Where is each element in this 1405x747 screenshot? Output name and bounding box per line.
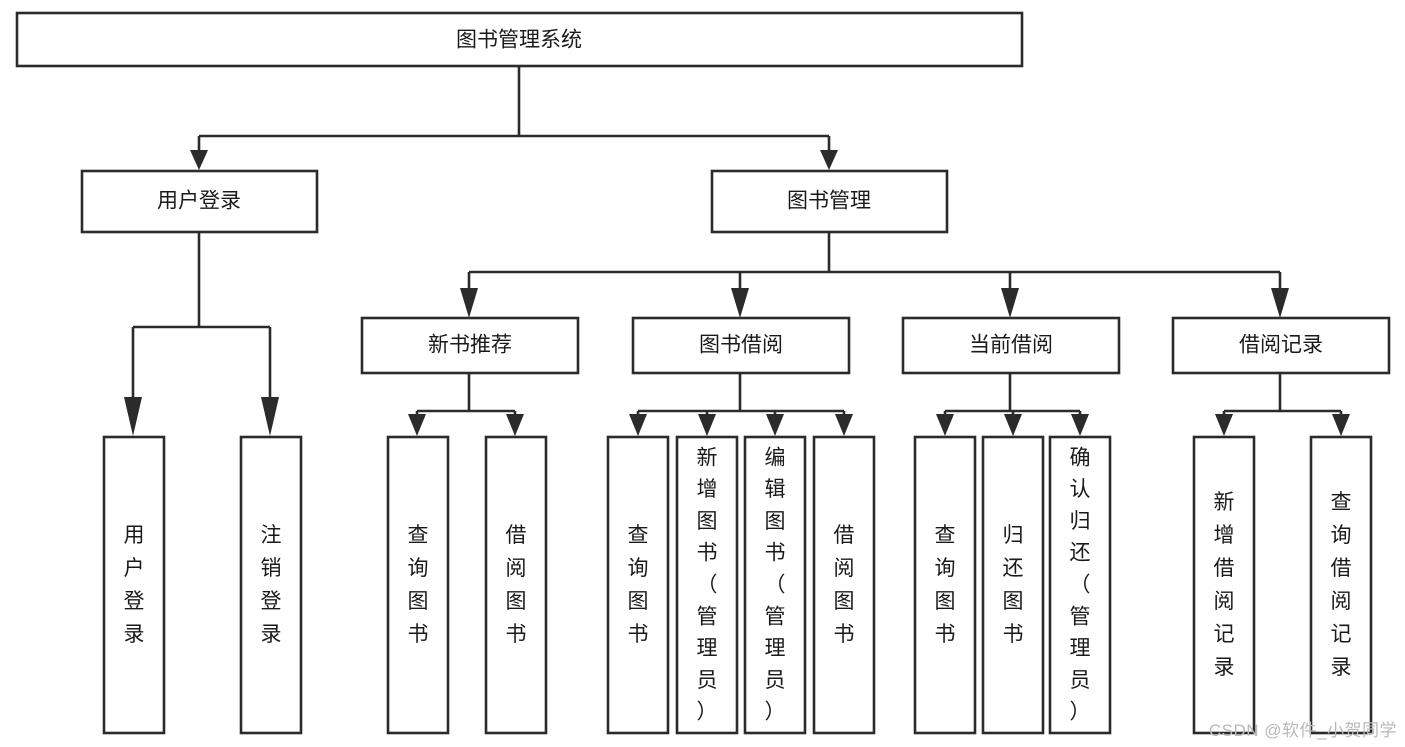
node-leaf-query-record-label: 查询借阅记录: [1331, 491, 1352, 679]
arrow-head-user-login: [190, 150, 208, 170]
node-leaf-add-record[interactable]: 新增借阅记录: [1192, 435, 1256, 735]
node-book-borrow[interactable]: 图书借阅: [631, 316, 851, 375]
arrow-head-leaf-query-book-2: [629, 414, 647, 436]
node-book-manage[interactable]: 图书管理: [710, 169, 949, 234]
node-borrow-record-box[interactable]: [1171, 316, 1391, 375]
arrow-head-borrow-record: [1271, 288, 1289, 318]
node-leaf-add-book-box[interactable]: [675, 435, 739, 735]
node-user-login-label: 用户登录: [157, 190, 241, 213]
node-leaf-user-logout[interactable]: 注销登录: [239, 435, 303, 735]
node-book-borrow-box[interactable]: [631, 316, 851, 375]
arrow-head-leaf-user-logout: [261, 397, 279, 436]
node-leaf-query-book-3-label: 查询图书: [935, 524, 956, 646]
arrow-head-current-borrow: [1001, 288, 1019, 318]
node-new-book-rec-label: 新书推荐: [428, 334, 512, 357]
leaf-nodes-layer: 用户登录 注销登录 查询图书 借阅图书 查询图书 新增图书（管理员）: [102, 435, 1373, 735]
node-leaf-borrow-book-1[interactable]: 借阅图书: [484, 435, 548, 735]
node-leaf-query-book-2-label: 查询图书: [628, 524, 649, 646]
node-borrow-record[interactable]: 借阅记录: [1171, 316, 1391, 375]
csdn-watermark: CSDN @软件_小贺同学: [1208, 721, 1397, 740]
node-borrow-record-label: 借阅记录: [1239, 334, 1323, 357]
node-leaf-user-login-box[interactable]: [102, 435, 166, 735]
node-leaf-return-book[interactable]: 归还图书: [981, 435, 1045, 735]
node-leaf-user-logout-label: 注销登录: [261, 524, 282, 646]
node-leaf-add-book[interactable]: 新增图书（管理员）: [675, 435, 739, 735]
node-book-manage-box[interactable]: [710, 169, 949, 234]
node-leaf-query-book-1-box[interactable]: [386, 435, 450, 735]
node-leaf-borrow-book-1-box[interactable]: [484, 435, 548, 735]
arrow-head-leaf-query-book-1: [408, 414, 426, 436]
arrow-head-leaf-user-login: [124, 397, 142, 436]
connector-layer: [124, 66, 1350, 436]
node-leaf-user-login-label: 用户登录: [124, 524, 145, 646]
node-root[interactable]: 图书管理系统: [15, 11, 1024, 68]
arrow-head-leaf-return-book: [1004, 414, 1022, 436]
node-leaf-add-book-label: 新增图书（管理员）: [697, 446, 718, 723]
node-leaf-confirm-return[interactable]: 确认归还（管理员）: [1048, 435, 1112, 735]
node-user-login-box[interactable]: [80, 169, 319, 234]
node-leaf-user-logout-box[interactable]: [239, 435, 303, 735]
arrow-head-leaf-confirm-return: [1071, 414, 1089, 436]
node-root-box[interactable]: [15, 11, 1024, 68]
node-leaf-add-record-box[interactable]: [1192, 435, 1256, 735]
node-leaf-edit-book-box[interactable]: [743, 435, 807, 735]
node-current-borrow-label: 当前借阅: [969, 334, 1053, 357]
node-book-manage-label: 图书管理: [787, 190, 871, 213]
node-leaf-return-book-label: 归还图书: [1003, 524, 1024, 646]
node-leaf-query-book-2[interactable]: 查询图书: [606, 435, 670, 735]
node-leaf-query-book-2-box[interactable]: [606, 435, 670, 735]
node-leaf-query-book-1[interactable]: 查询图书: [386, 435, 450, 735]
node-new-book-rec-box[interactable]: [360, 316, 580, 375]
node-leaf-query-book-1-label: 查询图书: [408, 524, 429, 646]
node-current-borrow-box[interactable]: [901, 316, 1121, 375]
node-leaf-query-book-3[interactable]: 查询图书: [913, 435, 977, 735]
arrow-head-leaf-add-record: [1215, 414, 1233, 436]
arrow-head-leaf-edit-book: [766, 414, 784, 436]
node-leaf-query-record[interactable]: 查询借阅记录: [1309, 435, 1373, 735]
node-user-login[interactable]: 用户登录: [80, 169, 319, 234]
arrow-head-new-book-rec: [460, 288, 478, 318]
arrow-head-book-manage: [820, 150, 838, 170]
node-leaf-user-login[interactable]: 用户登录: [102, 435, 166, 735]
node-leaf-add-record-label: 新增借阅记录: [1214, 491, 1235, 679]
node-leaf-query-record-box[interactable]: [1309, 435, 1373, 735]
node-leaf-borrow-book-1-label: 借阅图书: [506, 524, 527, 646]
arrow-head-leaf-borrow-book-1: [506, 414, 524, 436]
node-leaf-return-book-box[interactable]: [981, 435, 1045, 735]
node-leaf-borrow-book-2-box[interactable]: [812, 435, 876, 735]
node-leaf-borrow-book-2[interactable]: 借阅图书: [812, 435, 876, 735]
arrow-head-leaf-query-book-3: [936, 414, 954, 436]
node-leaf-confirm-return-label: 确认归还（管理员）: [1070, 446, 1091, 723]
node-leaf-confirm-return-box[interactable]: [1048, 435, 1112, 735]
arrow-head-leaf-query-record: [1332, 414, 1350, 436]
node-root-label: 图书管理系统: [456, 29, 582, 52]
node-current-borrow[interactable]: 当前借阅: [901, 316, 1121, 375]
arrow-head-leaf-borrow-book-2: [835, 414, 853, 436]
arrow-head-leaf-add-book: [698, 414, 716, 436]
node-leaf-query-book-3-box[interactable]: [913, 435, 977, 735]
node-leaf-edit-book-label: 编辑图书（管理员）: [765, 446, 786, 723]
node-leaf-borrow-book-2-label: 借阅图书: [834, 524, 855, 646]
arrow-head-book-borrow: [731, 288, 749, 318]
node-new-book-rec[interactable]: 新书推荐: [360, 316, 580, 375]
node-book-borrow-label: 图书借阅: [699, 334, 783, 357]
node-leaf-edit-book[interactable]: 编辑图书（管理员）: [743, 435, 807, 735]
